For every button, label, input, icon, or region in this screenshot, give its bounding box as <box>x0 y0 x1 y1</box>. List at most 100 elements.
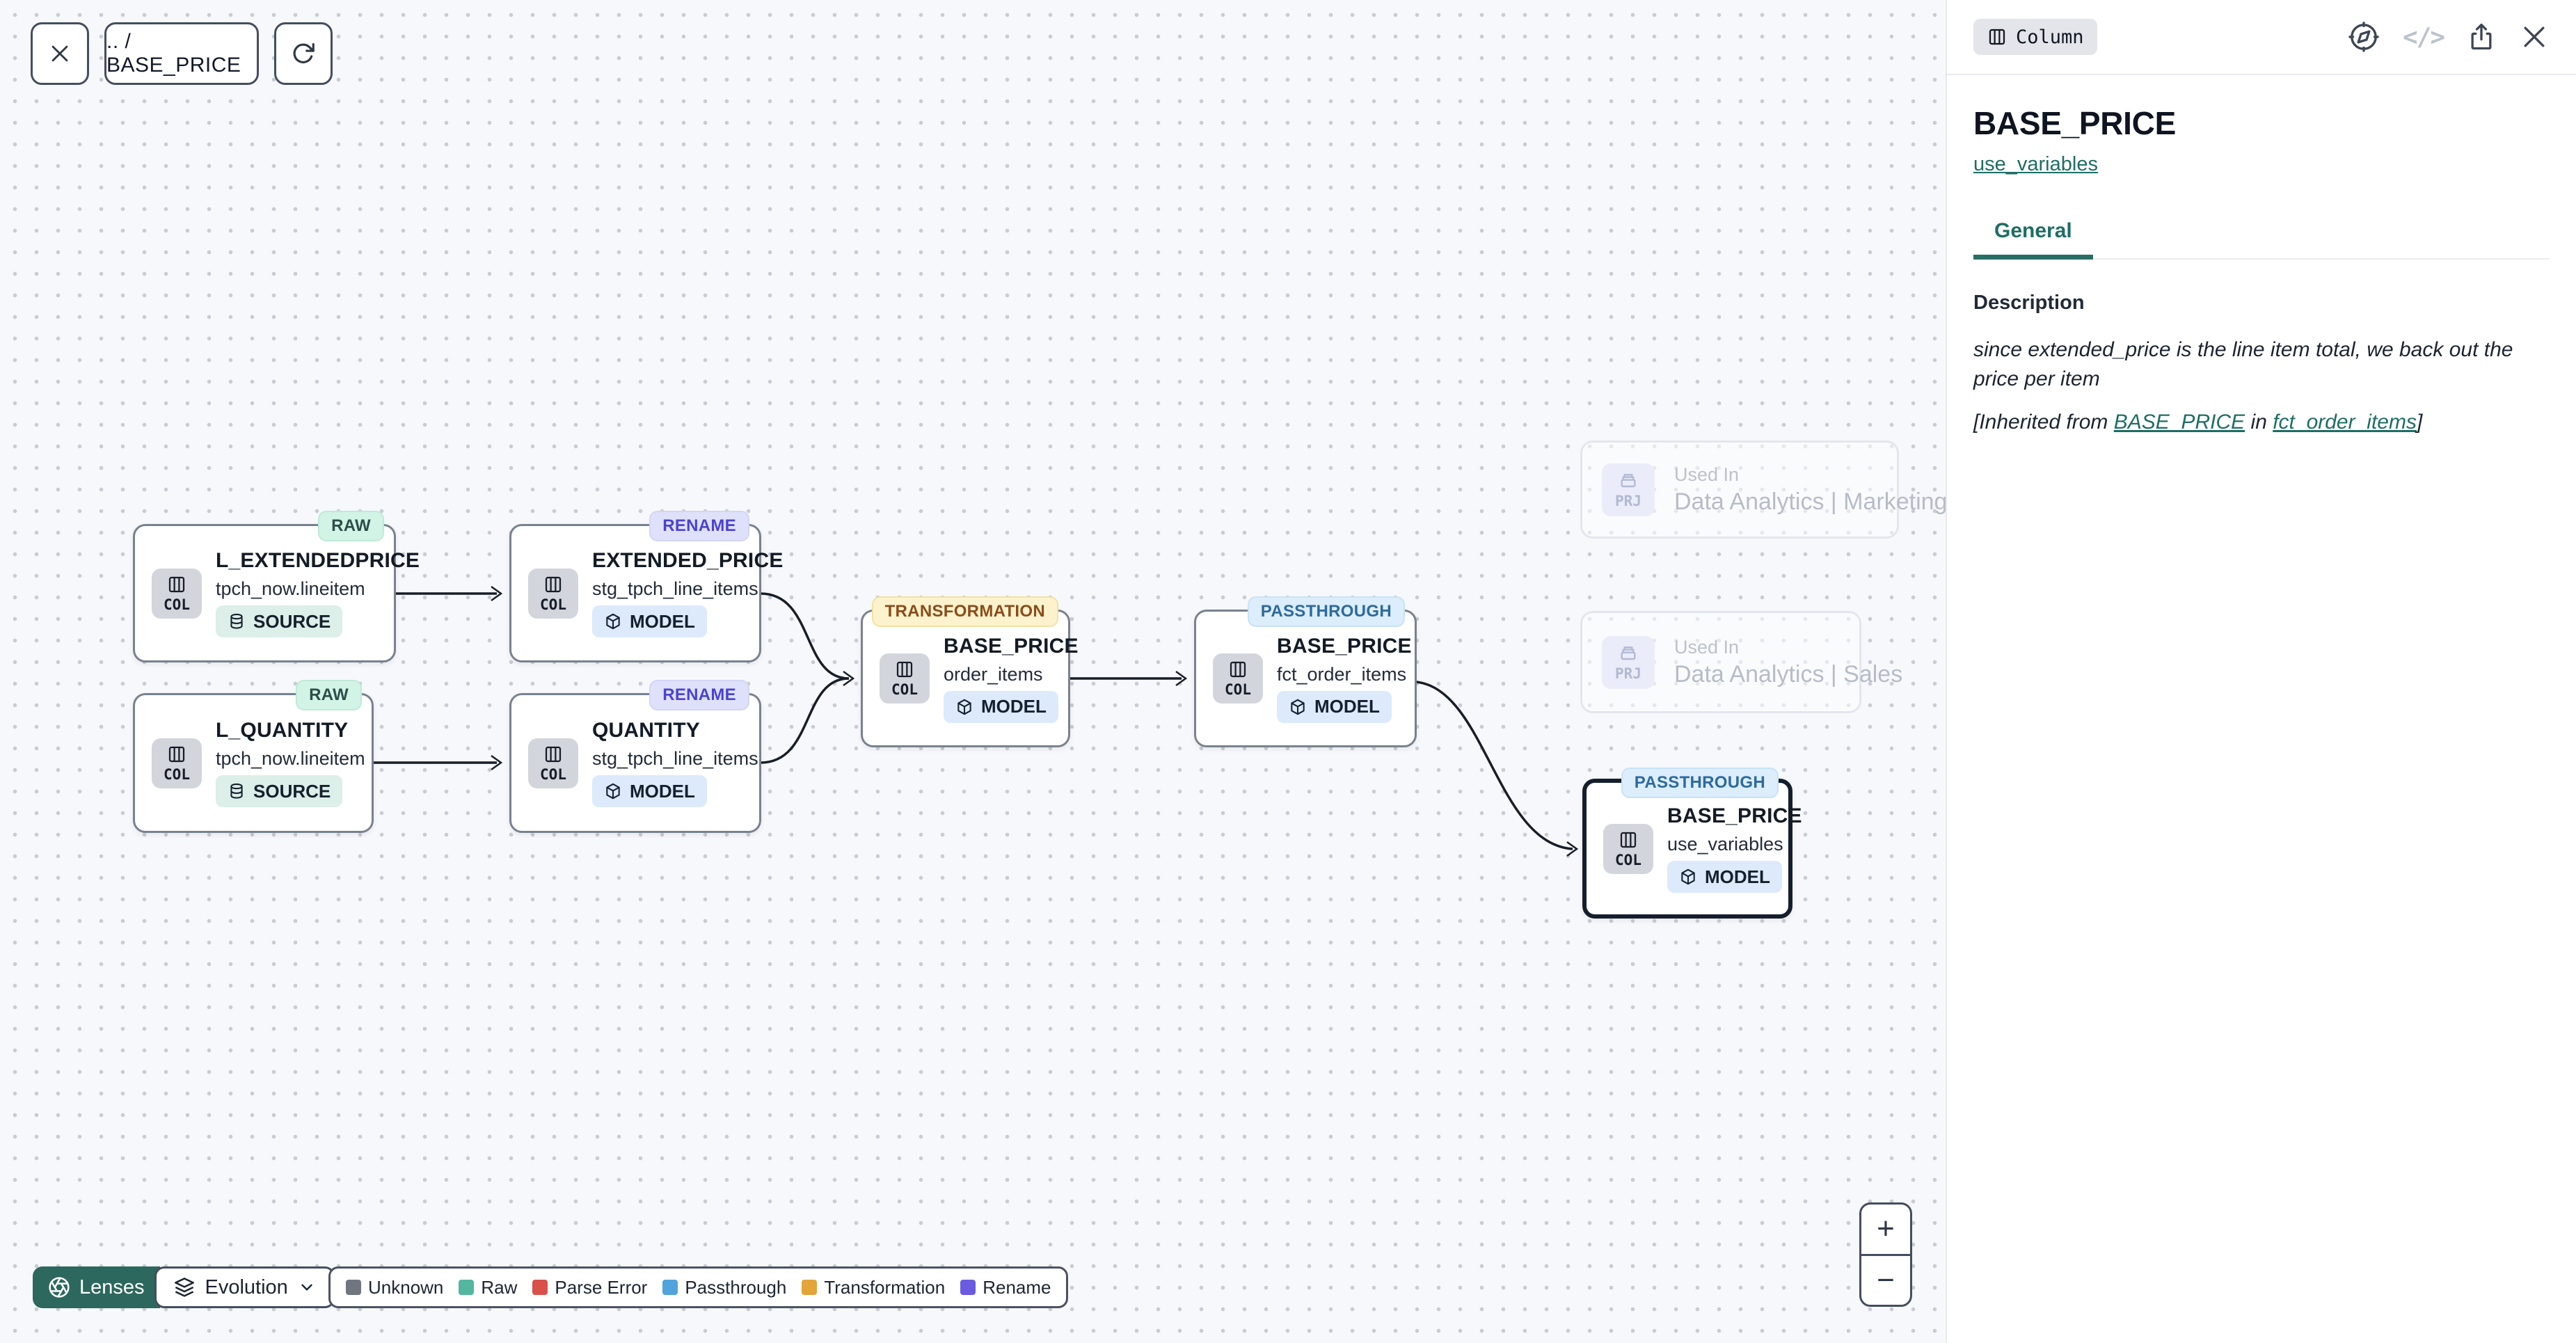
legend-item: Parse Error <box>532 1277 647 1298</box>
zoom-out-button[interactable]: − <box>1861 1253 1910 1305</box>
lenses-button[interactable]: Lenses <box>33 1266 160 1308</box>
legend-label: Passthrough <box>685 1276 787 1298</box>
page-title: BASE_PRICE <box>1973 105 2176 141</box>
node-subtitle: tpch_now.lineitem <box>216 748 365 769</box>
code-icon: </> <box>2402 22 2445 51</box>
lens-control: Lenses Evolution <box>33 1266 335 1308</box>
edge-extendedprice-baseprice <box>760 592 850 680</box>
project-icon: PRJ <box>1602 635 1655 689</box>
share-icon[interactable] <box>2466 22 2497 52</box>
node-badge: RAW <box>296 680 362 710</box>
node-title: BASE_PRICE <box>1277 634 1412 658</box>
close-lineage-button[interactable] <box>31 22 89 85</box>
used-in-card-marketing[interactable]: PRJ Used In Data Analytics | Marketing <box>1580 440 1947 539</box>
breadcrumb[interactable]: .. / BASE_PRICE <box>104 22 259 85</box>
legend-swatch <box>960 1280 976 1295</box>
panel-header: Column </> <box>1947 0 2576 75</box>
node-l-quantity[interactable]: RAW COL L_QUANTITY tpch_now.lineitem SOU… <box>133 680 374 833</box>
column-kind-icon: COL <box>528 568 578 619</box>
used-in-card-sales[interactable]: PRJ Used In Data Analytics | Sales <box>1580 611 1902 713</box>
close-icon <box>48 42 72 65</box>
column-icon <box>1989 29 2005 45</box>
legend-swatch <box>532 1280 548 1295</box>
panel-tabs: General <box>1973 219 2550 260</box>
close-panel-icon[interactable] <box>2519 22 2550 52</box>
column-kind-icon: COL <box>1213 653 1263 704</box>
node-badge: PASSTHROUGH <box>1247 596 1405 627</box>
node-l-extendedprice[interactable]: RAW COL L_EXTENDEDPRICE tpch_now.lineite… <box>133 511 420 662</box>
node-title: QUANTITY <box>592 719 700 742</box>
description-body: since extended_price is the line item to… <box>1973 338 2513 390</box>
node-extended-price[interactable]: RENAME COL EXTENDED_PRICE stg_tpch_line_… <box>509 511 783 662</box>
description-heading: Description <box>1973 292 2085 314</box>
lens-dropdown[interactable]: Evolution <box>154 1266 335 1308</box>
column-kind-icon: COL <box>152 568 202 619</box>
legend-item: Transformation <box>802 1277 945 1298</box>
column-kind-icon: COL <box>1603 823 1653 874</box>
lineage-edges <box>373 585 1579 857</box>
compass-icon[interactable] <box>2347 20 2380 54</box>
node-base-price-use-variables[interactable]: PASSTHROUGH COL BASE_PRICE use_variables… <box>1582 768 1802 919</box>
node-title: BASE_PRICE <box>1667 804 1802 827</box>
node-title: L_EXTENDEDPRICE <box>216 549 420 572</box>
legend-label: Raw <box>481 1276 518 1298</box>
node-quantity[interactable]: RENAME COL QUANTITY stg_tpch_line_items … <box>509 680 761 833</box>
lens-legend: Unknown Raw Parse Error Passthrough Tran… <box>328 1266 1069 1308</box>
node-subtitle: stg_tpch_line_items <box>592 748 758 769</box>
node-base-price-order-items[interactable]: TRANSFORMATION COL BASE_PRICE order_item… <box>861 596 1079 747</box>
used-in-name: Data Analytics | Sales <box>1674 660 1903 688</box>
detail-panel: Column </> BASE_PRICE use_variables Gene… <box>1946 0 2576 1343</box>
breadcrumb-label: .. / BASE_PRICE <box>106 30 241 77</box>
model-link[interactable]: use_variables <box>1973 153 2098 175</box>
aperture-icon <box>48 1276 70 1298</box>
edge-fctorderitems-usevariables <box>1415 681 1573 850</box>
lineage-canvas[interactable]: .. / BASE_PRICE PRJ Used In Data Analyti… <box>0 0 1947 1343</box>
node-subtitle: use_variables <box>1667 834 1783 855</box>
cube-icon <box>606 613 620 630</box>
node-subtitle: stg_tpch_line_items <box>592 578 758 599</box>
column-kind-icon: COL <box>880 653 930 704</box>
node-subtitle: order_items <box>944 663 1043 685</box>
description-inherited: [Inherited from BASE_PRICE in fct_order_… <box>1973 411 2423 434</box>
cube-icon <box>1681 868 1695 885</box>
used-in-label: Used In <box>1674 636 1740 658</box>
database-icon <box>230 783 243 799</box>
project-kind-label: PRJ <box>1615 665 1641 682</box>
edge-quantity-baseprice <box>760 677 850 764</box>
cube-icon <box>1291 699 1305 715</box>
legend-item: Unknown <box>346 1277 443 1298</box>
node-base-price-fct-order-items[interactable]: PASSTHROUGH COL BASE_PRICE fct_order_ite… <box>1194 596 1417 747</box>
node-title: L_QUANTITY <box>216 719 349 742</box>
legend-item: Rename <box>960 1277 1051 1298</box>
source-pill: SOURCE <box>216 605 343 637</box>
zoom-control: + − <box>1859 1202 1912 1307</box>
source-pill: SOURCE <box>216 775 343 807</box>
column-kind-icon: COL <box>152 738 202 788</box>
legend-label: Transformation <box>824 1276 946 1298</box>
legend-swatch <box>459 1280 475 1295</box>
node-badge: RENAME <box>649 680 749 710</box>
node-title: BASE_PRICE <box>944 634 1079 658</box>
node-badge: PASSTHROUGH <box>1621 768 1779 798</box>
refresh-button[interactable] <box>274 22 333 85</box>
legend-swatch <box>346 1280 361 1295</box>
node-badge: TRANSFORMATION <box>871 596 1058 627</box>
model-pill: MODEL <box>944 690 1058 723</box>
used-in-name: Data Analytics | Marketing <box>1674 488 1948 515</box>
layers-icon <box>173 1276 196 1298</box>
model-pill: MODEL <box>592 775 707 807</box>
column-kind-icon: COL <box>528 738 578 788</box>
legend-item: Raw <box>459 1277 517 1298</box>
refresh-icon <box>290 40 317 67</box>
legend-item: Passthrough <box>662 1277 786 1298</box>
node-badge: RENAME <box>649 511 749 541</box>
tab-general[interactable]: General <box>1973 219 2093 260</box>
inherited-model-link[interactable]: fct_order_items <box>2273 411 2417 434</box>
node-badge: RAW <box>318 511 384 541</box>
zoom-in-button[interactable]: + <box>1877 1211 1895 1246</box>
legend-label: Parse Error <box>555 1276 648 1298</box>
model-pill: MODEL <box>1667 861 1782 893</box>
inherited-column-link[interactable]: BASE_PRICE <box>2113 411 2245 434</box>
project-kind-label: PRJ <box>1615 493 1641 509</box>
cube-icon <box>957 699 971 715</box>
